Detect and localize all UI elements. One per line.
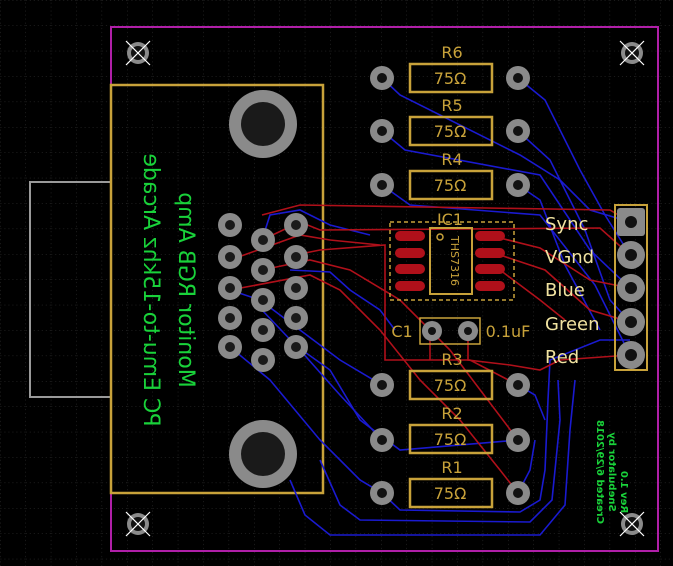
header-label-sync: Sync xyxy=(545,214,588,235)
header-labels: Sync VGnd Blue Green Red xyxy=(545,214,600,368)
vga-mount-hole-top xyxy=(229,90,297,158)
resistor-ref: R6 xyxy=(441,43,462,62)
resistor-value: 75Ω xyxy=(434,122,467,141)
header-label-blue: Blue xyxy=(545,280,585,301)
resistor-r3: R3 75Ω xyxy=(370,350,530,401)
resistor-value: 75Ω xyxy=(434,376,467,395)
vga-pins xyxy=(218,213,308,372)
resistor-ref: R3 xyxy=(441,350,462,369)
bottom-copper-traces xyxy=(229,77,631,536)
title-line-1: PC Emu-to-15khz Arcade xyxy=(138,153,163,426)
resistor-value: 75Ω xyxy=(434,69,467,88)
capacitor-ref: C1 xyxy=(391,322,412,341)
resistor-value: 75Ω xyxy=(434,176,467,195)
resistor-ref: R5 xyxy=(441,96,462,115)
vga-mount-hole-bottom xyxy=(229,420,297,488)
output-header xyxy=(614,204,648,371)
resistor-value: 75Ω xyxy=(434,484,467,503)
resistor-value: 75Ω xyxy=(434,430,467,449)
credit-text: Created 6/29/2018 Snebulator by Rev 1.0 xyxy=(594,420,629,524)
header-label-green: Green xyxy=(545,314,600,335)
credit-line-3: Rev 1.0 xyxy=(618,471,629,513)
ic1: IC1 THS7316 xyxy=(389,210,515,301)
vga-connector-outline xyxy=(109,83,325,495)
resistor-r4: R4 75Ω xyxy=(370,150,530,201)
resistor-r6: R6 75Ω xyxy=(370,43,530,94)
mounting-hole-icon xyxy=(619,40,645,66)
mounting-hole-icon xyxy=(619,511,645,537)
connector-shell-outline xyxy=(29,181,111,398)
credit-line-2: Snebulator by xyxy=(606,432,617,512)
resistor-r5: R5 75Ω xyxy=(370,96,530,147)
mounting-hole-icon xyxy=(125,40,151,66)
mounting-hole-icon xyxy=(125,511,151,537)
title-line-2: Monitor RGB Amp xyxy=(173,192,198,388)
capacitor-c1: C1 0.1uF xyxy=(391,317,531,345)
header-label-red: Red xyxy=(545,347,579,368)
resistor-r1: R1 75Ω xyxy=(370,458,530,509)
credit-line-1: Created 6/29/2018 xyxy=(594,420,605,524)
ic-part: THS7316 xyxy=(448,235,461,286)
resistor-ref: R2 xyxy=(441,404,462,423)
board-title: PC Emu-to-15khz Arcade Monitor RGB Amp xyxy=(138,153,198,426)
resistor-ref: R4 xyxy=(441,150,462,169)
ic-ref: IC1 xyxy=(437,210,463,229)
resistor-ref: R1 xyxy=(441,458,462,477)
resistor-r2: R2 75Ω xyxy=(370,404,530,455)
capacitor-value: 0.1uF xyxy=(486,322,531,341)
header-label-vgnd: VGnd xyxy=(545,247,594,268)
